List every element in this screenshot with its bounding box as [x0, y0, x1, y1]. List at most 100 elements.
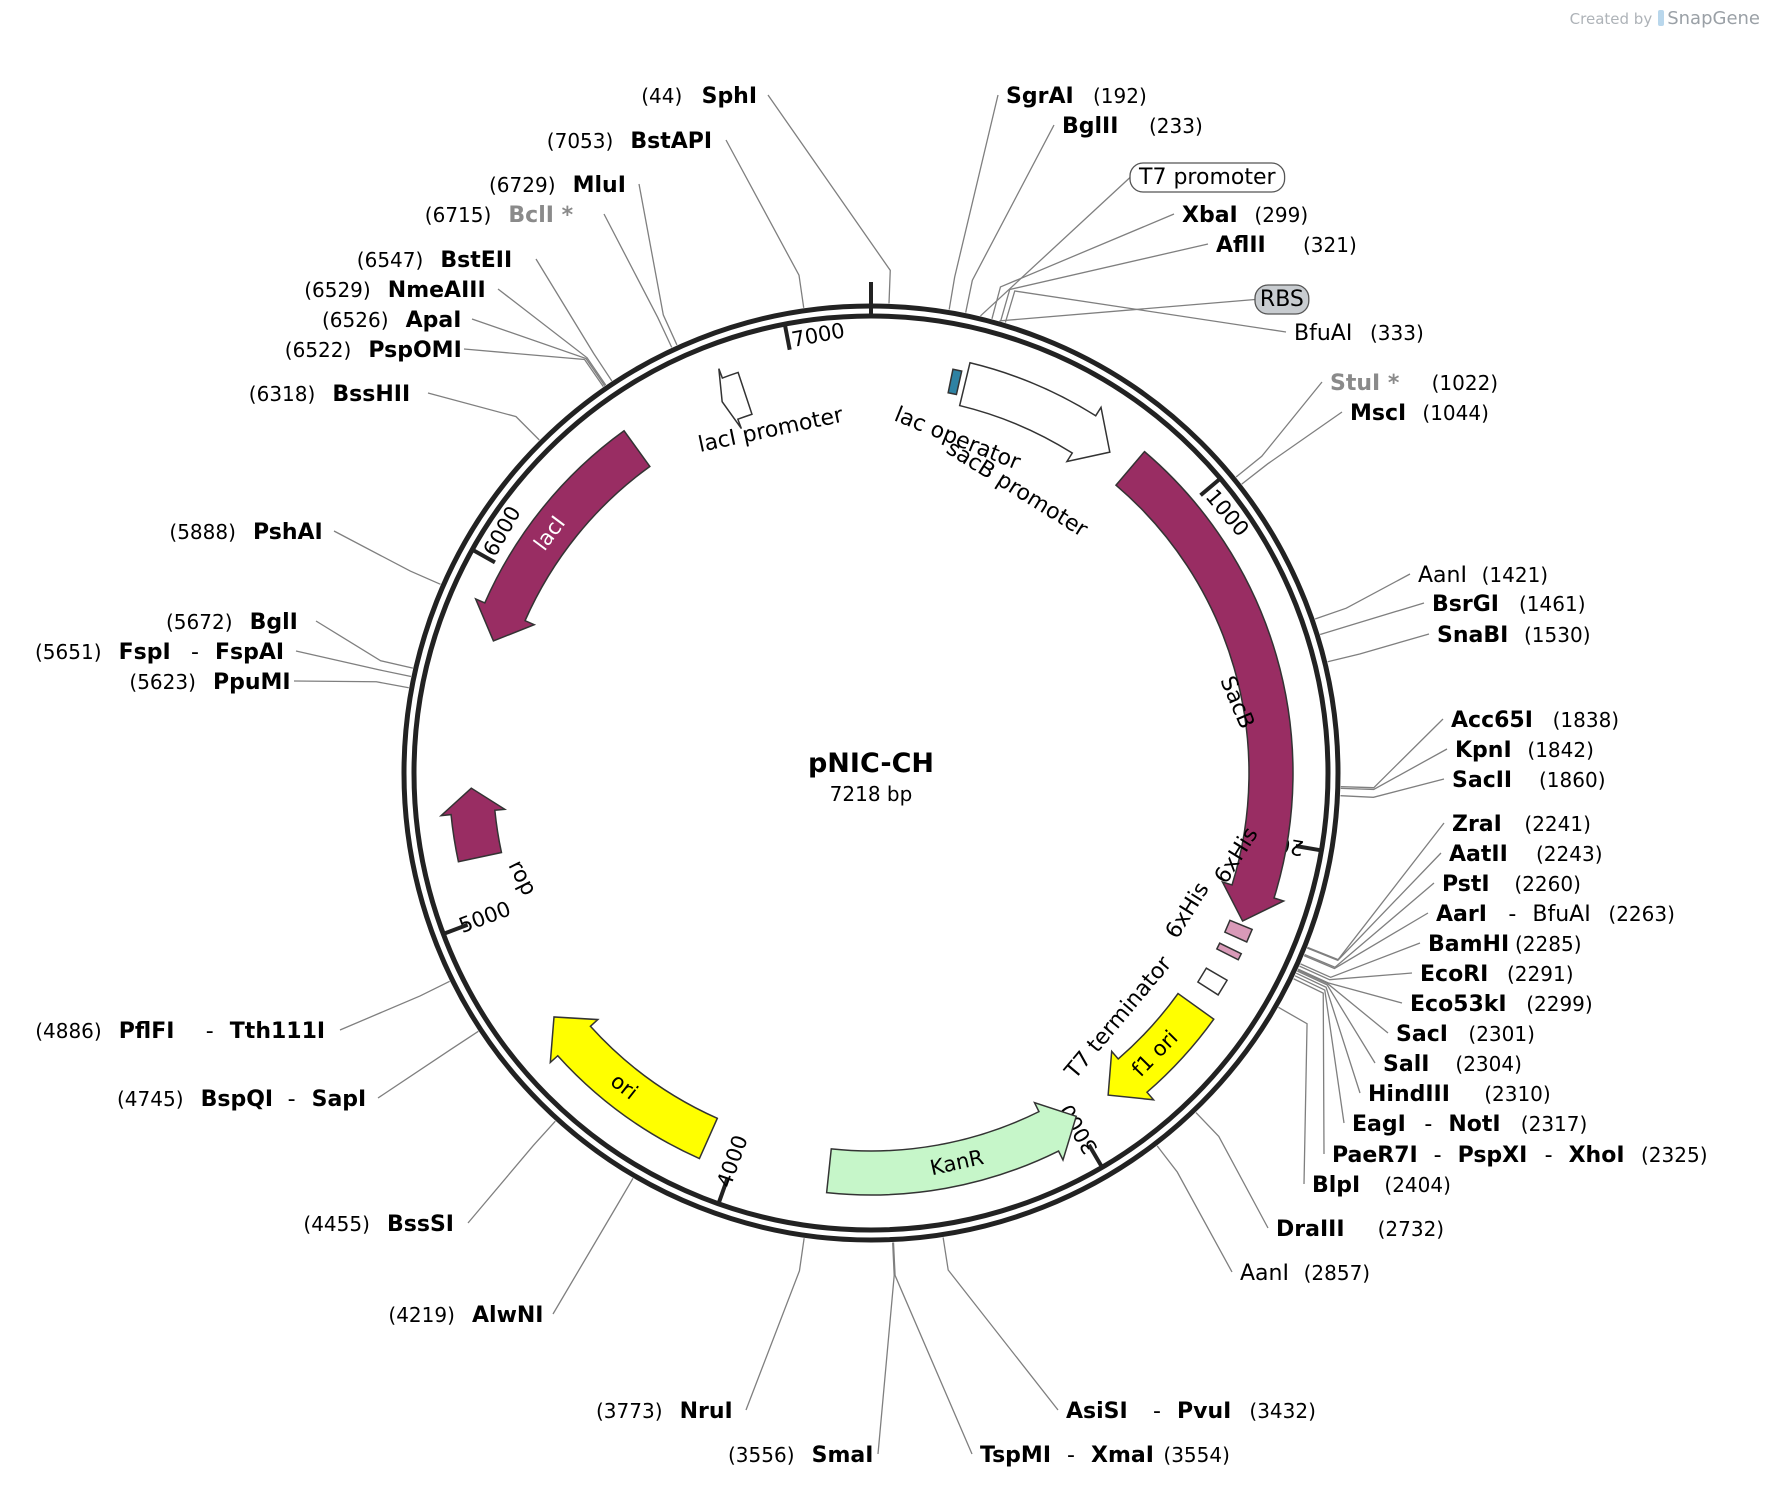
site-bsteii[interactable]: (6547)BstEII [357, 248, 512, 273]
created-by-text: Created by [1569, 10, 1653, 28]
site-bsshii[interactable]: (6318)BssHII [249, 382, 410, 407]
site-position: (3556) [728, 1443, 795, 1467]
site-enzyme-name: ZraI [1452, 812, 1502, 837]
site-leader-line [1195, 1112, 1269, 1229]
site-enzyme-name: AanI [1418, 563, 1467, 588]
site-acc65i[interactable]: Acc65I(1838) [1451, 708, 1619, 733]
site-apai[interactable]: (6526)ApaI [322, 308, 461, 333]
site-asisi[interactable]: AsiSI-PvuI(3432) [1066, 1399, 1316, 1424]
site-position: (321) [1303, 233, 1357, 257]
site-eco53ki[interactable]: Eco53kI(2299) [1410, 992, 1593, 1017]
site-enzyme-name: BfuAI [1294, 321, 1352, 346]
site-nrui[interactable]: (3773)NruI [596, 1399, 733, 1424]
site-stui[interactable]: StuI *(1022) [1330, 371, 1498, 396]
site-leader-line [965, 124, 1055, 313]
site-enzyme-name: BglII [1062, 114, 1118, 139]
site-aani[interactable]: AanI(2857) [1240, 1261, 1370, 1286]
site-bsrgi[interactable]: BsrGI(1461) [1432, 592, 1586, 617]
site-leader-line [333, 530, 441, 585]
site-aatii[interactable]: AatII(2243) [1449, 842, 1603, 867]
site-leader-line [471, 318, 606, 387]
site-sphi[interactable]: (44)SphI [641, 84, 757, 109]
feature-t7-terminator[interactable] [1196, 967, 1229, 996]
site-ppumi[interactable]: (5623)PpuMI [129, 670, 290, 695]
feature-sacb[interactable] [1114, 450, 1294, 923]
feature-6xhis[interactable] [1215, 942, 1243, 961]
plasmid-size: 7218 bp [830, 782, 913, 806]
site-aari[interactable]: AarI-BfuAI(2263) [1436, 902, 1675, 927]
site-aflii[interactable]: AflII(321) [1216, 233, 1357, 258]
tick-mark [1295, 844, 1320, 853]
site-mlui[interactable]: (6729)MluI [489, 173, 626, 198]
site-enzyme-name: SphI [702, 84, 757, 109]
site-bspqi[interactable]: (4745)BspQI-SapI [117, 1087, 366, 1112]
site-separator: - [1067, 1443, 1075, 1468]
site-bgli[interactable]: (5672)BglI [166, 610, 298, 635]
feature-rop[interactable] [438, 787, 508, 863]
site-smai[interactable]: (3556)SmaI [728, 1443, 873, 1468]
site-enzyme-name: PspOMI [368, 338, 461, 363]
site-leader-line [1306, 852, 1442, 962]
site-paer7i[interactable]: PaeR7I-PspXI-XhoI(2325) [1332, 1143, 1708, 1168]
site-bsssi[interactable]: (4455)BssSI [303, 1212, 454, 1237]
boxed-label-rbs[interactable]: RBS [1254, 284, 1310, 315]
site-leader-line [991, 213, 1175, 319]
site-pflfi[interactable]: (4886)PflFI-Tth111I [35, 1019, 325, 1044]
site-enzyme-name: BstAPI [630, 129, 712, 154]
feature-laci[interactable] [474, 429, 651, 642]
site-bamhi[interactable]: BamHI(2285) [1428, 932, 1582, 957]
site-enzyme-name: FspAI [215, 640, 284, 665]
site-enzyme-name: NotI [1448, 1112, 1500, 1137]
feature-6xhis[interactable] [1223, 919, 1254, 943]
site-eagi[interactable]: EagI-NotI(2317) [1352, 1112, 1587, 1137]
site-nmeaiii[interactable]: (6529)NmeAIII [304, 278, 485, 303]
site-zrai[interactable]: ZraI(2241) [1452, 812, 1591, 837]
tick-mark [473, 548, 496, 565]
site-position: (1838) [1553, 708, 1620, 732]
site-aani[interactable]: AanI(1421) [1418, 563, 1548, 588]
site-blpi[interactable]: BlpI(2404) [1312, 1173, 1451, 1198]
feature-lac-operator[interactable] [947, 368, 963, 396]
site-hindiii[interactable]: HindIII(2310) [1368, 1082, 1551, 1107]
site-sacii[interactable]: SacII(1860) [1452, 768, 1606, 793]
site-enzyme-name: Tth111I [230, 1019, 325, 1044]
site-enzyme-name: BssSI [387, 1212, 454, 1237]
site-bcli[interactable]: (6715)BclI * [425, 203, 574, 228]
site-position: (4219) [388, 1303, 455, 1327]
site-msci[interactable]: MscI(1044) [1350, 401, 1489, 426]
site-leader-line [295, 650, 412, 678]
site-separator: - [288, 1087, 296, 1112]
feature-kanr[interactable] [825, 1101, 1078, 1196]
site-alwni[interactable]: (4219)AlwNI [388, 1303, 543, 1328]
feature-ori[interactable] [549, 1016, 719, 1160]
site-kpni[interactable]: KpnI(1842) [1455, 738, 1594, 763]
site-bglii[interactable]: BglII(233) [1062, 114, 1203, 139]
feature-laci-promoter[interactable] [718, 368, 753, 430]
boxed-label-t7-promoter[interactable]: T7 promoter [1129, 162, 1286, 193]
feature-sacb-promoter[interactable] [958, 361, 1111, 463]
site-draiii[interactable]: DraIII(2732) [1276, 1217, 1444, 1242]
feature-f1-ori[interactable] [1107, 992, 1215, 1101]
site-bstapi[interactable]: (7053)BstAPI [547, 129, 712, 154]
site-bfuai[interactable]: BfuAI(333) [1294, 321, 1424, 346]
site-sgrai[interactable]: SgrAI(192) [1006, 84, 1147, 109]
site-psti[interactable]: PstI(2260) [1442, 872, 1581, 897]
site-tspmi[interactable]: TspMI-XmaI(3554) [980, 1443, 1230, 1468]
site-enzyme-name: AanI [1240, 1261, 1289, 1286]
site-ecori[interactable]: EcoRI(2291) [1420, 962, 1574, 987]
site-enzyme-name: EagI [1352, 1112, 1406, 1137]
site-pspomi[interactable]: (6522)PspOMI [285, 338, 462, 363]
site-leader-line [1004, 290, 1287, 333]
site-saci[interactable]: SacI(2301) [1396, 1022, 1535, 1047]
site-position: (299) [1254, 203, 1308, 227]
site-fspi[interactable]: (5651)FspI-FspAI [35, 640, 284, 665]
site-pshai[interactable]: (5888)PshAI [169, 520, 322, 545]
site-position: (5623) [129, 670, 196, 694]
site-sali[interactable]: SalI(2304) [1383, 1052, 1522, 1077]
tick-mark [717, 1178, 730, 1203]
site-xbai[interactable]: XbaI(299) [1182, 203, 1308, 228]
site-snabi[interactable]: SnaBI(1530) [1437, 623, 1591, 648]
site-leader-line [1299, 965, 1413, 981]
site-enzyme-name: AsiSI [1066, 1399, 1128, 1424]
